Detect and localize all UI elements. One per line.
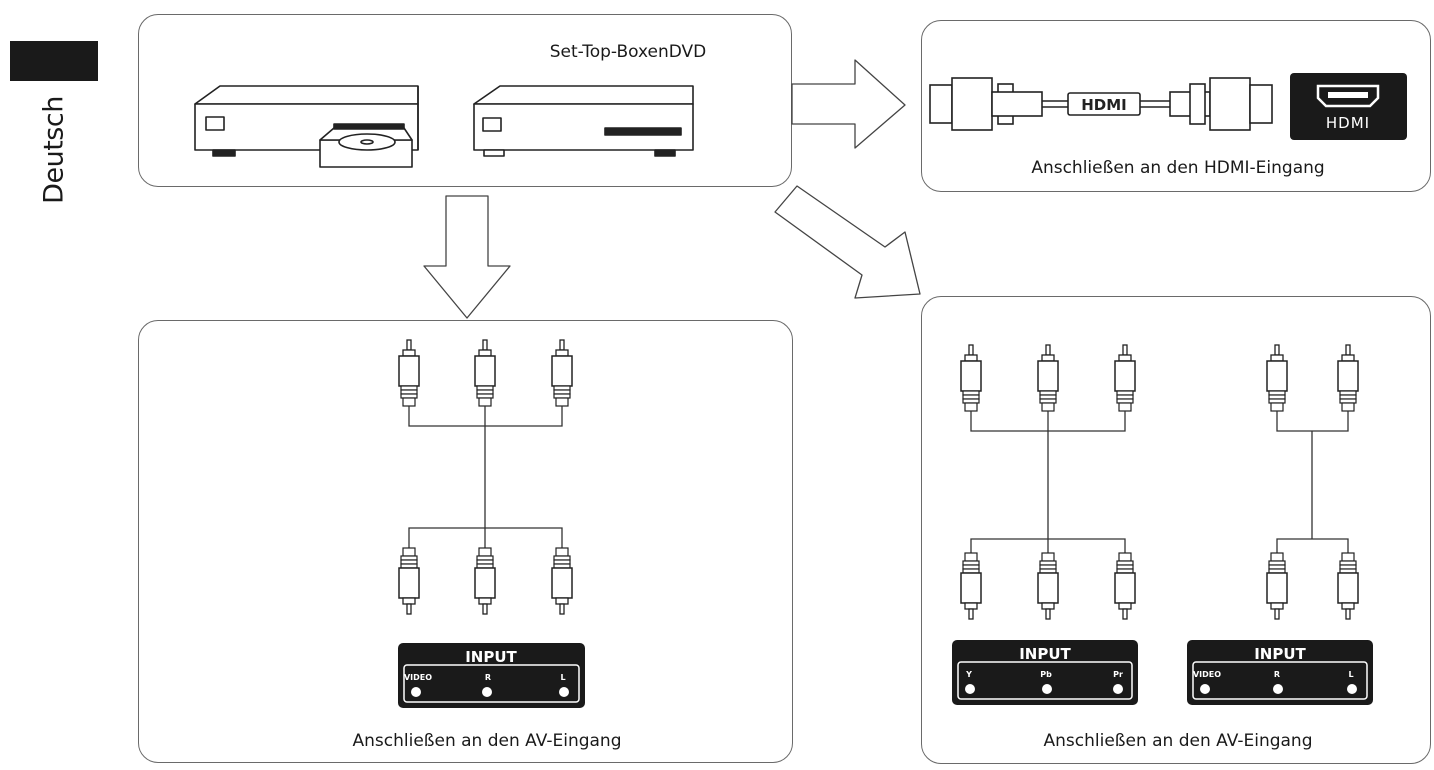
composite-cable-top [398, 339, 573, 407]
jack-label-l: L [560, 673, 565, 682]
arrow-right-icon [791, 59, 906, 149]
jack-label-r: R [485, 673, 491, 682]
av-component-caption: Anschließen an den AV-Eingang [1043, 731, 1313, 751]
av-composite-caption: Anschließen an den AV-Eingang [352, 731, 622, 751]
av-input-panel: INPUT VIDEO R L [398, 643, 585, 708]
component-cable-bottom [960, 552, 1359, 620]
hdmi-cable-icon [929, 77, 1273, 131]
jack-l-icon [559, 687, 569, 697]
jack-pb-icon [1042, 684, 1052, 694]
jack-label-pb: Pb [1040, 670, 1052, 679]
audio-input-panel: INPUT VIDEO R L [1187, 640, 1373, 705]
audio-input-title: INPUT [1254, 645, 1306, 663]
component-input-title: INPUT [1019, 645, 1071, 663]
composite-cable-bottom [398, 547, 573, 615]
arrow-diagonal-icon [774, 185, 921, 299]
composite-cable-wires [408, 406, 563, 548]
hdmi-port-icon [1290, 73, 1407, 140]
jack-label-y: Y [965, 670, 972, 679]
audio-jack-label-video: VIDEO [1193, 670, 1221, 679]
audio-jack-label-r: R [1274, 670, 1280, 679]
hdmi-caption: Anschließen an den HDMI-Eingang [1031, 158, 1325, 178]
audio-jack-l-icon [1347, 684, 1357, 694]
jack-r-icon [482, 687, 492, 697]
component-input-panel: INPUT Y Pb Pr [952, 640, 1138, 705]
arrow-down-icon [423, 195, 511, 319]
audio-jack-label-l: L [1348, 670, 1353, 679]
audio-jack-r-icon [1273, 684, 1283, 694]
component-cable-wires [970, 411, 1349, 553]
language-tab [10, 41, 98, 81]
jack-y-icon [965, 684, 975, 694]
set-top-box-icon [473, 85, 694, 157]
hdmi-cable-label: HDMI [1081, 96, 1127, 114]
component-cable-top [960, 344, 1359, 412]
jack-video-icon [411, 687, 421, 697]
jack-label-video: VIDEO [404, 673, 432, 682]
dvd-player-icon [194, 85, 419, 168]
hdmi-port-label: HDMI [1326, 114, 1370, 132]
jack-label-pr: Pr [1113, 670, 1123, 679]
av-input-title: INPUT [465, 648, 517, 666]
jack-pr-icon [1113, 684, 1123, 694]
source-devices-label: Set-Top-BoxenDVD [549, 42, 707, 62]
audio-jack-video-icon [1200, 684, 1210, 694]
